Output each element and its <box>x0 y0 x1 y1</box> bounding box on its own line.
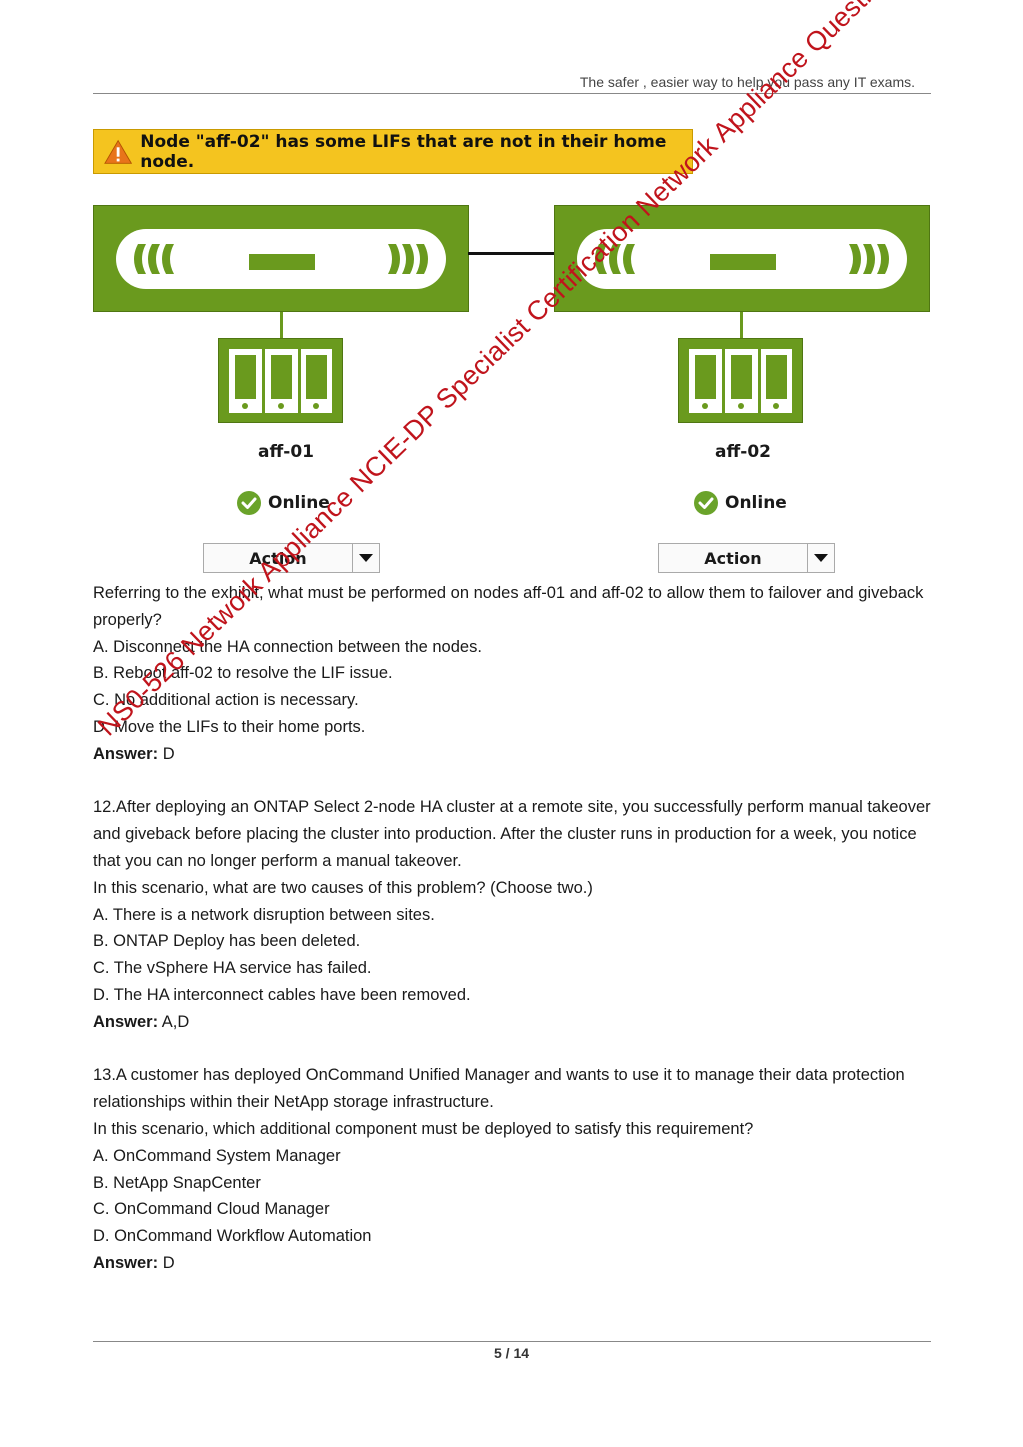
option: C. The vSphere HA service has failed. <box>93 959 372 978</box>
action-dropdown[interactable]: Action <box>203 543 380 573</box>
option: D. Move the LIFs to their home ports. <box>93 717 366 736</box>
option: A. There is a network disruption between… <box>93 905 435 924</box>
question-prompt: In this scenario, what are two causes of… <box>93 878 593 897</box>
header-rule <box>93 93 931 94</box>
controller-faceplate <box>116 229 446 289</box>
check-circle-icon <box>694 491 718 515</box>
answer-value: A,D <box>161 1012 190 1031</box>
answer-value: D <box>162 1253 175 1272</box>
option: B. ONTAP Deploy has been deleted. <box>93 932 361 951</box>
connector-line <box>740 312 743 338</box>
answer-line: Answer: D <box>93 741 938 768</box>
option: D. OnCommand Workflow Automation <box>93 1227 372 1246</box>
node-status-label: Online <box>725 493 787 513</box>
warning-icon <box>104 139 133 164</box>
option: B. NetApp SnapCenter <box>93 1173 261 1192</box>
option: B. Reboot aff-02 to resolve the LIF issu… <box>93 664 393 683</box>
question-text: 12.After deploying an ONTAP Select 2-nod… <box>93 798 931 870</box>
node-status-label: Online <box>268 493 330 513</box>
controller-aff-01 <box>93 205 469 312</box>
disk-shelf-aff-01 <box>218 338 343 423</box>
questions-body: Referring to the exhibit, what must be p… <box>93 580 938 1277</box>
answer-label: Answer: <box>93 744 159 763</box>
option: A. OnCommand System Manager <box>93 1146 341 1165</box>
answer-line: Answer: D <box>93 1250 938 1277</box>
action-dropdown-label: Action <box>249 548 307 568</box>
disk-shelf-icon <box>689 349 792 413</box>
footer-rule <box>93 1341 931 1342</box>
ha-interconnect-line <box>468 252 554 255</box>
disk-shelf-icon <box>229 349 332 413</box>
page-number: 5 / 14 <box>493 1345 530 1361</box>
action-dropdown[interactable]: Action <box>658 543 835 573</box>
question-prompt: In this scenario, which additional compo… <box>93 1119 754 1138</box>
node-name: aff-01 <box>258 442 314 462</box>
option: A. Disconnect the HA connection between … <box>93 637 482 656</box>
controller-bezel-icon <box>595 244 889 274</box>
answer-value: D <box>162 744 175 763</box>
option: C. No additional action is necessary. <box>93 691 359 710</box>
question-text: Referring to the exhibit, what must be p… <box>93 584 924 629</box>
action-dropdown-label: Action <box>704 548 762 568</box>
warning-banner: Node "aff-02" has some LIFs that are not… <box>93 129 693 174</box>
warning-message: Node "aff-02" has some LIFs that are not… <box>140 131 667 172</box>
node-status: Online <box>693 490 787 516</box>
check-circle-icon <box>237 491 261 515</box>
controller-faceplate <box>577 229 907 289</box>
dropdown-arrow-icon[interactable] <box>352 544 379 572</box>
question-text: 13.A customer has deployed OnCommand Uni… <box>93 1066 905 1112</box>
node-status: Online <box>236 490 330 516</box>
node-name: aff-02 <box>715 442 771 462</box>
controller-aff-02 <box>554 205 930 312</box>
header-tagline: The safer , easier way to help you pass … <box>579 74 915 90</box>
option: D. The HA interconnect cables have been … <box>93 985 471 1004</box>
answer-line: Answer: A,D <box>93 1009 938 1036</box>
controller-bezel-icon <box>134 244 428 274</box>
answer-label: Answer: <box>93 1253 159 1272</box>
disk-shelf-aff-02 <box>678 338 803 423</box>
answer-label: Answer: <box>93 1012 159 1031</box>
connector-line <box>280 312 283 338</box>
option: C. OnCommand Cloud Manager <box>93 1200 330 1219</box>
dropdown-arrow-icon[interactable] <box>807 544 834 572</box>
